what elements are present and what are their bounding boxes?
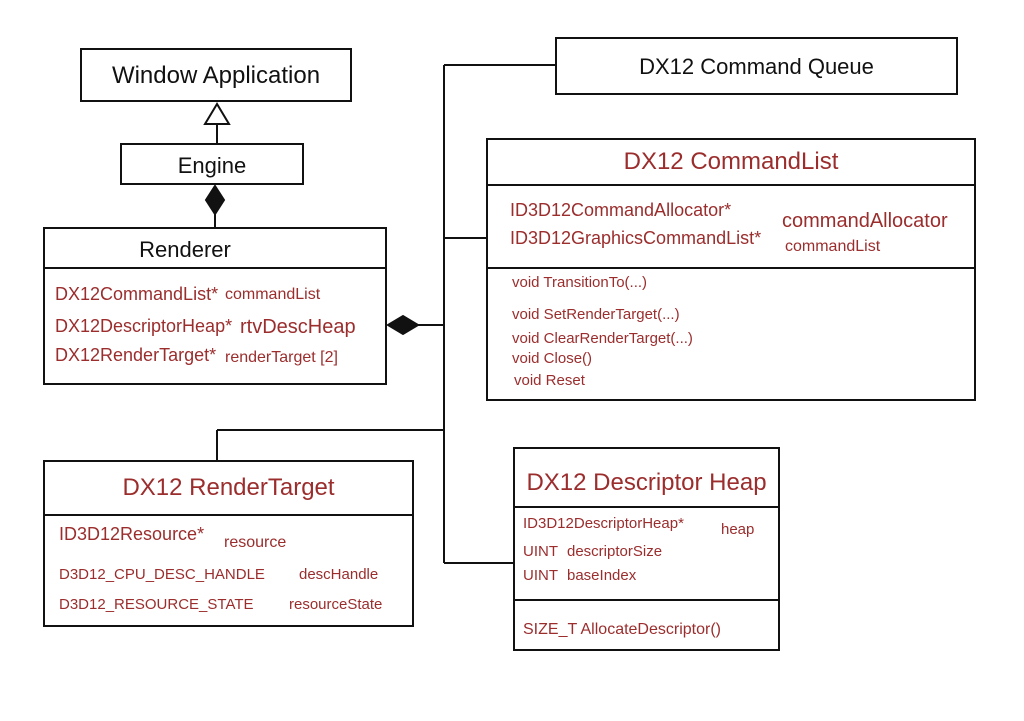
class-command-list: DX12 CommandList ID3D12CommandAllocator*… — [486, 138, 976, 401]
class-title: DX12 Command Queue — [639, 54, 874, 79]
class-title: Window Application — [111, 62, 321, 89]
field: DX12CommandList*commandList — [55, 284, 321, 304]
divider — [45, 514, 412, 516]
class-title: DX12 Descriptor Heap — [526, 469, 767, 496]
divider — [515, 506, 778, 508]
method: SIZE_T AllocateDescriptor() — [523, 621, 721, 638]
class-title: Engine — [177, 153, 247, 178]
field: ID3D12GraphicsCommandList*commandList — [510, 228, 881, 255]
field: ID3D12Resource*resource — [59, 524, 287, 551]
method: void SetRenderTarget(...) — [512, 306, 680, 323]
class-title: DX12 CommandList — [623, 148, 839, 175]
field: ID3D12CommandAllocator*commandAllocator — [510, 200, 948, 232]
field: ID3D12DescriptorHeap*heap — [523, 515, 755, 538]
method: void Close() — [512, 350, 593, 367]
field: DX12RenderTarget*renderTarget [2] — [55, 345, 338, 366]
field: DX12DescriptorHeap*rtvDescHeap — [55, 316, 356, 338]
class-title: Renderer — [139, 237, 231, 262]
divider — [515, 599, 778, 601]
inheritance-arrow-icon — [203, 102, 231, 125]
class-render-target: DX12 RenderTarget ID3D12Resource*resourc… — [43, 460, 414, 627]
class-descriptor-heap: DX12 Descriptor Heap ID3D12DescriptorHea… — [513, 447, 780, 651]
class-engine: Engine — [120, 143, 304, 185]
class-title: DX12 RenderTarget — [122, 474, 335, 501]
divider — [488, 267, 974, 269]
divider — [488, 184, 974, 186]
method: void ClearRenderTarget(...) — [512, 330, 693, 347]
method: void TransitionTo(...) — [512, 274, 648, 291]
class-window-application: Window Application — [80, 48, 352, 102]
class-command-queue: DX12 Command Queue — [555, 37, 958, 95]
composition-diamond-icon — [386, 314, 420, 336]
class-renderer: Renderer DX12CommandList*commandList DX1… — [43, 227, 387, 385]
method: void Reset — [514, 372, 585, 389]
divider — [45, 267, 385, 269]
composition-diamond-icon — [204, 184, 226, 216]
